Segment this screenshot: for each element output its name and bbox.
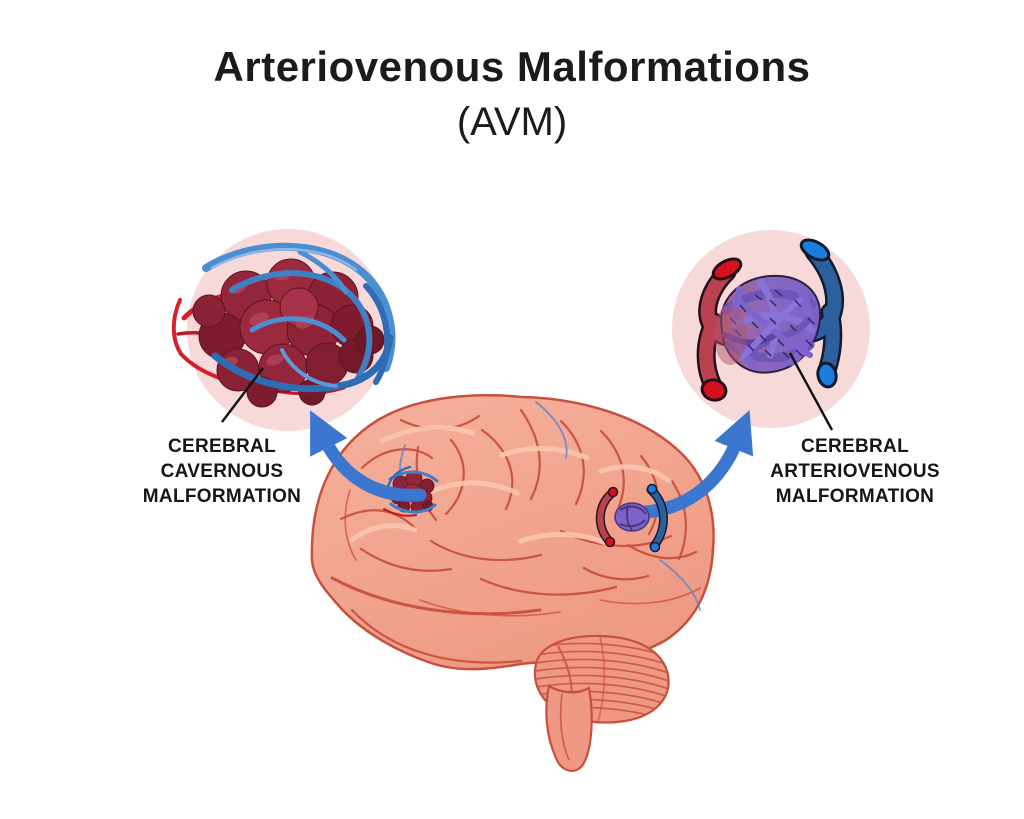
vein-opening <box>799 238 831 262</box>
label-line: CAVERNOUS <box>160 461 284 482</box>
avm-on-brain <box>595 483 668 553</box>
label-cerebral-cavernous-malformation: CEREBRAL CAVERNOUS MALFORMATION <box>112 434 332 509</box>
label-line: CEREBRAL <box>168 436 276 457</box>
brainstem <box>545 684 593 772</box>
nidus-tangle <box>714 274 822 374</box>
cavernous-malformation-illustration <box>171 242 396 408</box>
vein-web <box>202 242 396 393</box>
curved-arrow-up-left-icon <box>310 410 427 502</box>
label-line: CEREBRAL <box>801 436 909 457</box>
callout-bubble-avm <box>672 230 870 428</box>
leader-line-left <box>221 367 264 423</box>
cerebrum <box>310 394 715 671</box>
label-cerebral-arteriovenous-malformation: CEREBRAL ARTERIOVENOUS MALFORMATION <box>745 434 965 509</box>
label-line: MALFORMATION <box>775 486 935 507</box>
artery-opening <box>700 378 728 402</box>
brain-illustration <box>310 394 715 772</box>
vein-opening <box>816 361 838 389</box>
header: Arteriovenous Malformations (AVM) <box>0 0 1024 145</box>
artery-opening <box>711 257 743 281</box>
page-subtitle: (AVM) <box>456 100 568 144</box>
surface-vessels <box>344 401 701 617</box>
avm-illustration <box>696 238 844 402</box>
label-line: ARTERIOVENOUS <box>770 461 940 482</box>
page-title: Arteriovenous Malformations <box>213 43 811 90</box>
gyri-highlights <box>349 425 672 546</box>
leader-line-right <box>788 352 834 431</box>
label-line: MALFORMATION <box>142 486 302 507</box>
callout-bubble-cavernous <box>171 229 396 431</box>
